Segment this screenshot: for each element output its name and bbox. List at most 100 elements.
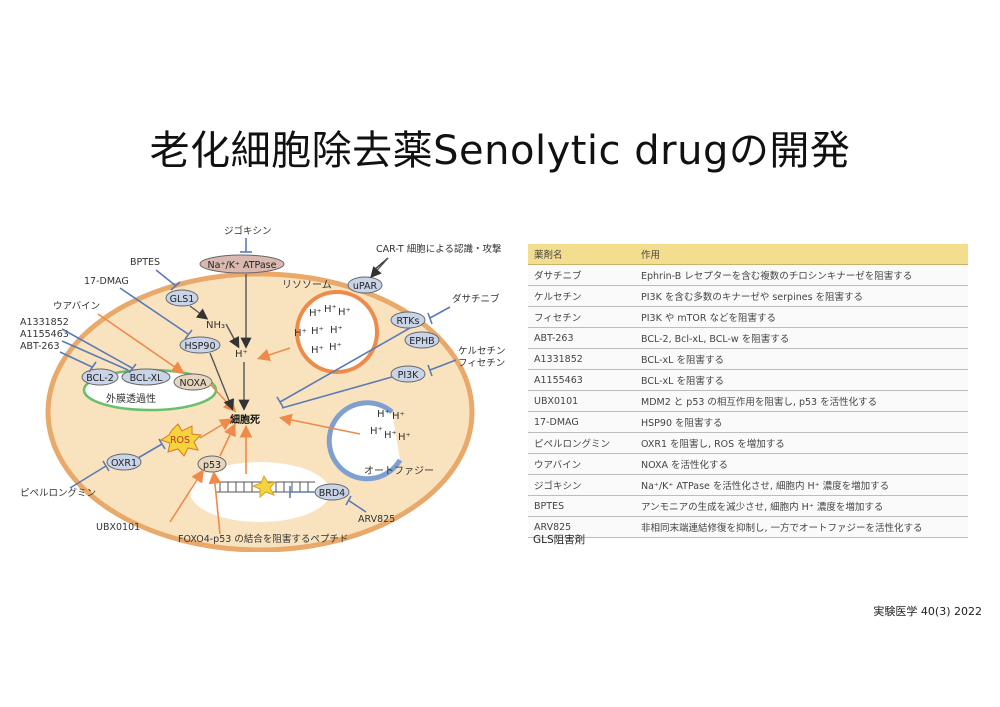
oxr1-node: OXR1 [106, 453, 142, 471]
label-piperlongumine: ピペルロングミン [20, 487, 96, 499]
drug-name: ジゴキシン [528, 474, 635, 496]
svg-text:BCL-XL: BCL-XL [130, 373, 164, 384]
label-cart: CAR-T 細胞による認識・攻撃 [376, 243, 502, 255]
noxa-node: NOXA [173, 373, 213, 391]
hsp90-node: HSP90 [179, 336, 221, 354]
drug-name: ケルセチン [528, 285, 635, 307]
svg-text:H⁺: H⁺ [330, 325, 343, 336]
drug-action: OXR1 を阻害し, ROS を増加する [635, 432, 968, 454]
drug-name: ピペルロングミン [528, 432, 635, 454]
brd4-node: BRD4 [314, 483, 350, 501]
lysosome-label: リソソーム [282, 279, 332, 291]
mom-label: 外膜透過性 [106, 392, 156, 405]
svg-text:PI3K: PI3K [398, 370, 420, 381]
label-abt263: ABT-263 [20, 341, 60, 352]
hplus-label: H⁺ [235, 349, 248, 360]
table-header-drug: 薬剤名 [528, 244, 635, 265]
svg-text:H⁺: H⁺ [324, 304, 337, 315]
gls-inhibitor-note: GLS阻害剤 [533, 534, 586, 546]
label-digoxin: ジゴキシン [224, 225, 272, 237]
drug-action: PI3K や mTOR などを阻害する [635, 306, 968, 328]
svg-text:H⁺: H⁺ [311, 345, 324, 356]
drug-name: ウアバイン [528, 453, 635, 475]
label-ubx0101: UBX0101 [96, 522, 140, 533]
svg-text:H⁺: H⁺ [311, 326, 324, 337]
svg-text:OXR1: OXR1 [111, 458, 137, 469]
ephb-node: EPHB [404, 331, 440, 349]
label-arv825: ARV825 [358, 514, 395, 525]
svg-text:BCL-2: BCL-2 [86, 373, 114, 384]
nh3-label: NH₃ [206, 320, 225, 331]
drug-name: 17-DMAG [528, 411, 635, 433]
label-bptes: BPTES [130, 257, 160, 268]
activation-edges [97, 313, 361, 535]
drug-action: HSP90 を阻害する [635, 411, 968, 433]
svg-text:H⁺: H⁺ [392, 411, 405, 422]
svg-text:GLS1: GLS1 [170, 294, 195, 305]
drug-name: A1331852 [528, 348, 635, 370]
svg-text:H⁺: H⁺ [294, 328, 307, 339]
svg-text:RTKs: RTKs [397, 316, 420, 327]
drug-action: 非相同末端連結修復を抑制し, 一方でオートファジーを活性化する [635, 516, 968, 538]
bclxl-node: BCL-XL [121, 368, 171, 386]
bcl2-node: BCL-2 [81, 368, 119, 386]
label-foxo4: FOXO4-p53 の結合を阻害するペプチド [178, 533, 348, 545]
dark-edges [189, 257, 389, 411]
label-fisetin: フィセチン [458, 358, 505, 369]
gls1-node: GLS1 [165, 289, 199, 307]
svg-text:H⁺: H⁺ [398, 432, 411, 443]
drug-action: BCL-xL を阻害する [635, 369, 968, 391]
svg-text:H⁺: H⁺ [377, 409, 390, 420]
slide-title: 老化細胞除去薬Senolytic drugの開発 [149, 128, 851, 174]
dna-damage-star-icon [251, 474, 277, 499]
drug-name: A1155463 [528, 369, 635, 391]
svg-text:BRD4: BRD4 [319, 488, 345, 499]
citation: 実験医学 40(3) 2022 [873, 605, 982, 618]
atpase-node: Na⁺/K⁺ ATPase [199, 254, 285, 274]
svg-text:p53: p53 [203, 460, 221, 471]
label-17dmag: 17-DMAG [84, 276, 129, 287]
drug-name: BPTES [528, 495, 635, 517]
drug-action: PI3K を含む多数のキナーゼや serpines を阻害する [635, 285, 968, 307]
drug-action: Na⁺/K⁺ ATPase を活性化させ, 細胞内 H⁺ 濃度を増加する [635, 474, 968, 496]
svg-text:NOXA: NOXA [180, 378, 207, 389]
svg-text:H⁺: H⁺ [338, 307, 351, 318]
label-a1155463: A1155463 [20, 329, 69, 340]
svg-text:EPHB: EPHB [409, 336, 434, 347]
svg-text:HSP90: HSP90 [185, 341, 216, 352]
svg-text:uPAR: uPAR [353, 281, 378, 292]
lysosome-protons: H⁺H⁺H⁺ H⁺H⁺H⁺ H⁺H⁺ [294, 304, 351, 356]
svg-text:Na⁺/K⁺ ATPase: Na⁺/K⁺ ATPase [208, 260, 277, 271]
drug-name: フィセチン [528, 306, 635, 328]
pi3k-node: PI3K [390, 365, 426, 383]
lysosome [295, 290, 379, 374]
svg-text:H⁺: H⁺ [329, 342, 342, 353]
drug-action: MDM2 と p53 の相互作用を阻害し, p53 を活性化する [635, 390, 968, 412]
drug-action: BCL-xL を阻害する [635, 348, 968, 370]
drug-action: Ephrin-B レセプターを含む複数のチロシンキナーゼを阻害する [635, 264, 968, 286]
p53-node: p53 [197, 455, 227, 473]
drug-action: BCL-2, Bcl-xL, BCL-w を阻害する [635, 327, 968, 349]
autophagosome [326, 400, 403, 482]
label-quercetin: ケルセチン [458, 346, 506, 357]
senescent-cell-diagram: リソソーム H⁺H⁺H⁺ H⁺H⁺H⁺ H⁺H⁺ H⁺H⁺ H⁺H⁺H⁺ オート… [20, 225, 506, 552]
label-ouabain: ウアバイン [53, 301, 100, 312]
rtks-node: RTKs [390, 311, 426, 329]
cell-death-label: 細胞死 [230, 413, 260, 426]
autophagy-protons: H⁺H⁺ H⁺H⁺H⁺ [370, 409, 411, 443]
drug-name: UBX0101 [528, 390, 635, 412]
svg-text:H⁺: H⁺ [370, 426, 383, 437]
drug-name: ARV825 [528, 516, 635, 538]
